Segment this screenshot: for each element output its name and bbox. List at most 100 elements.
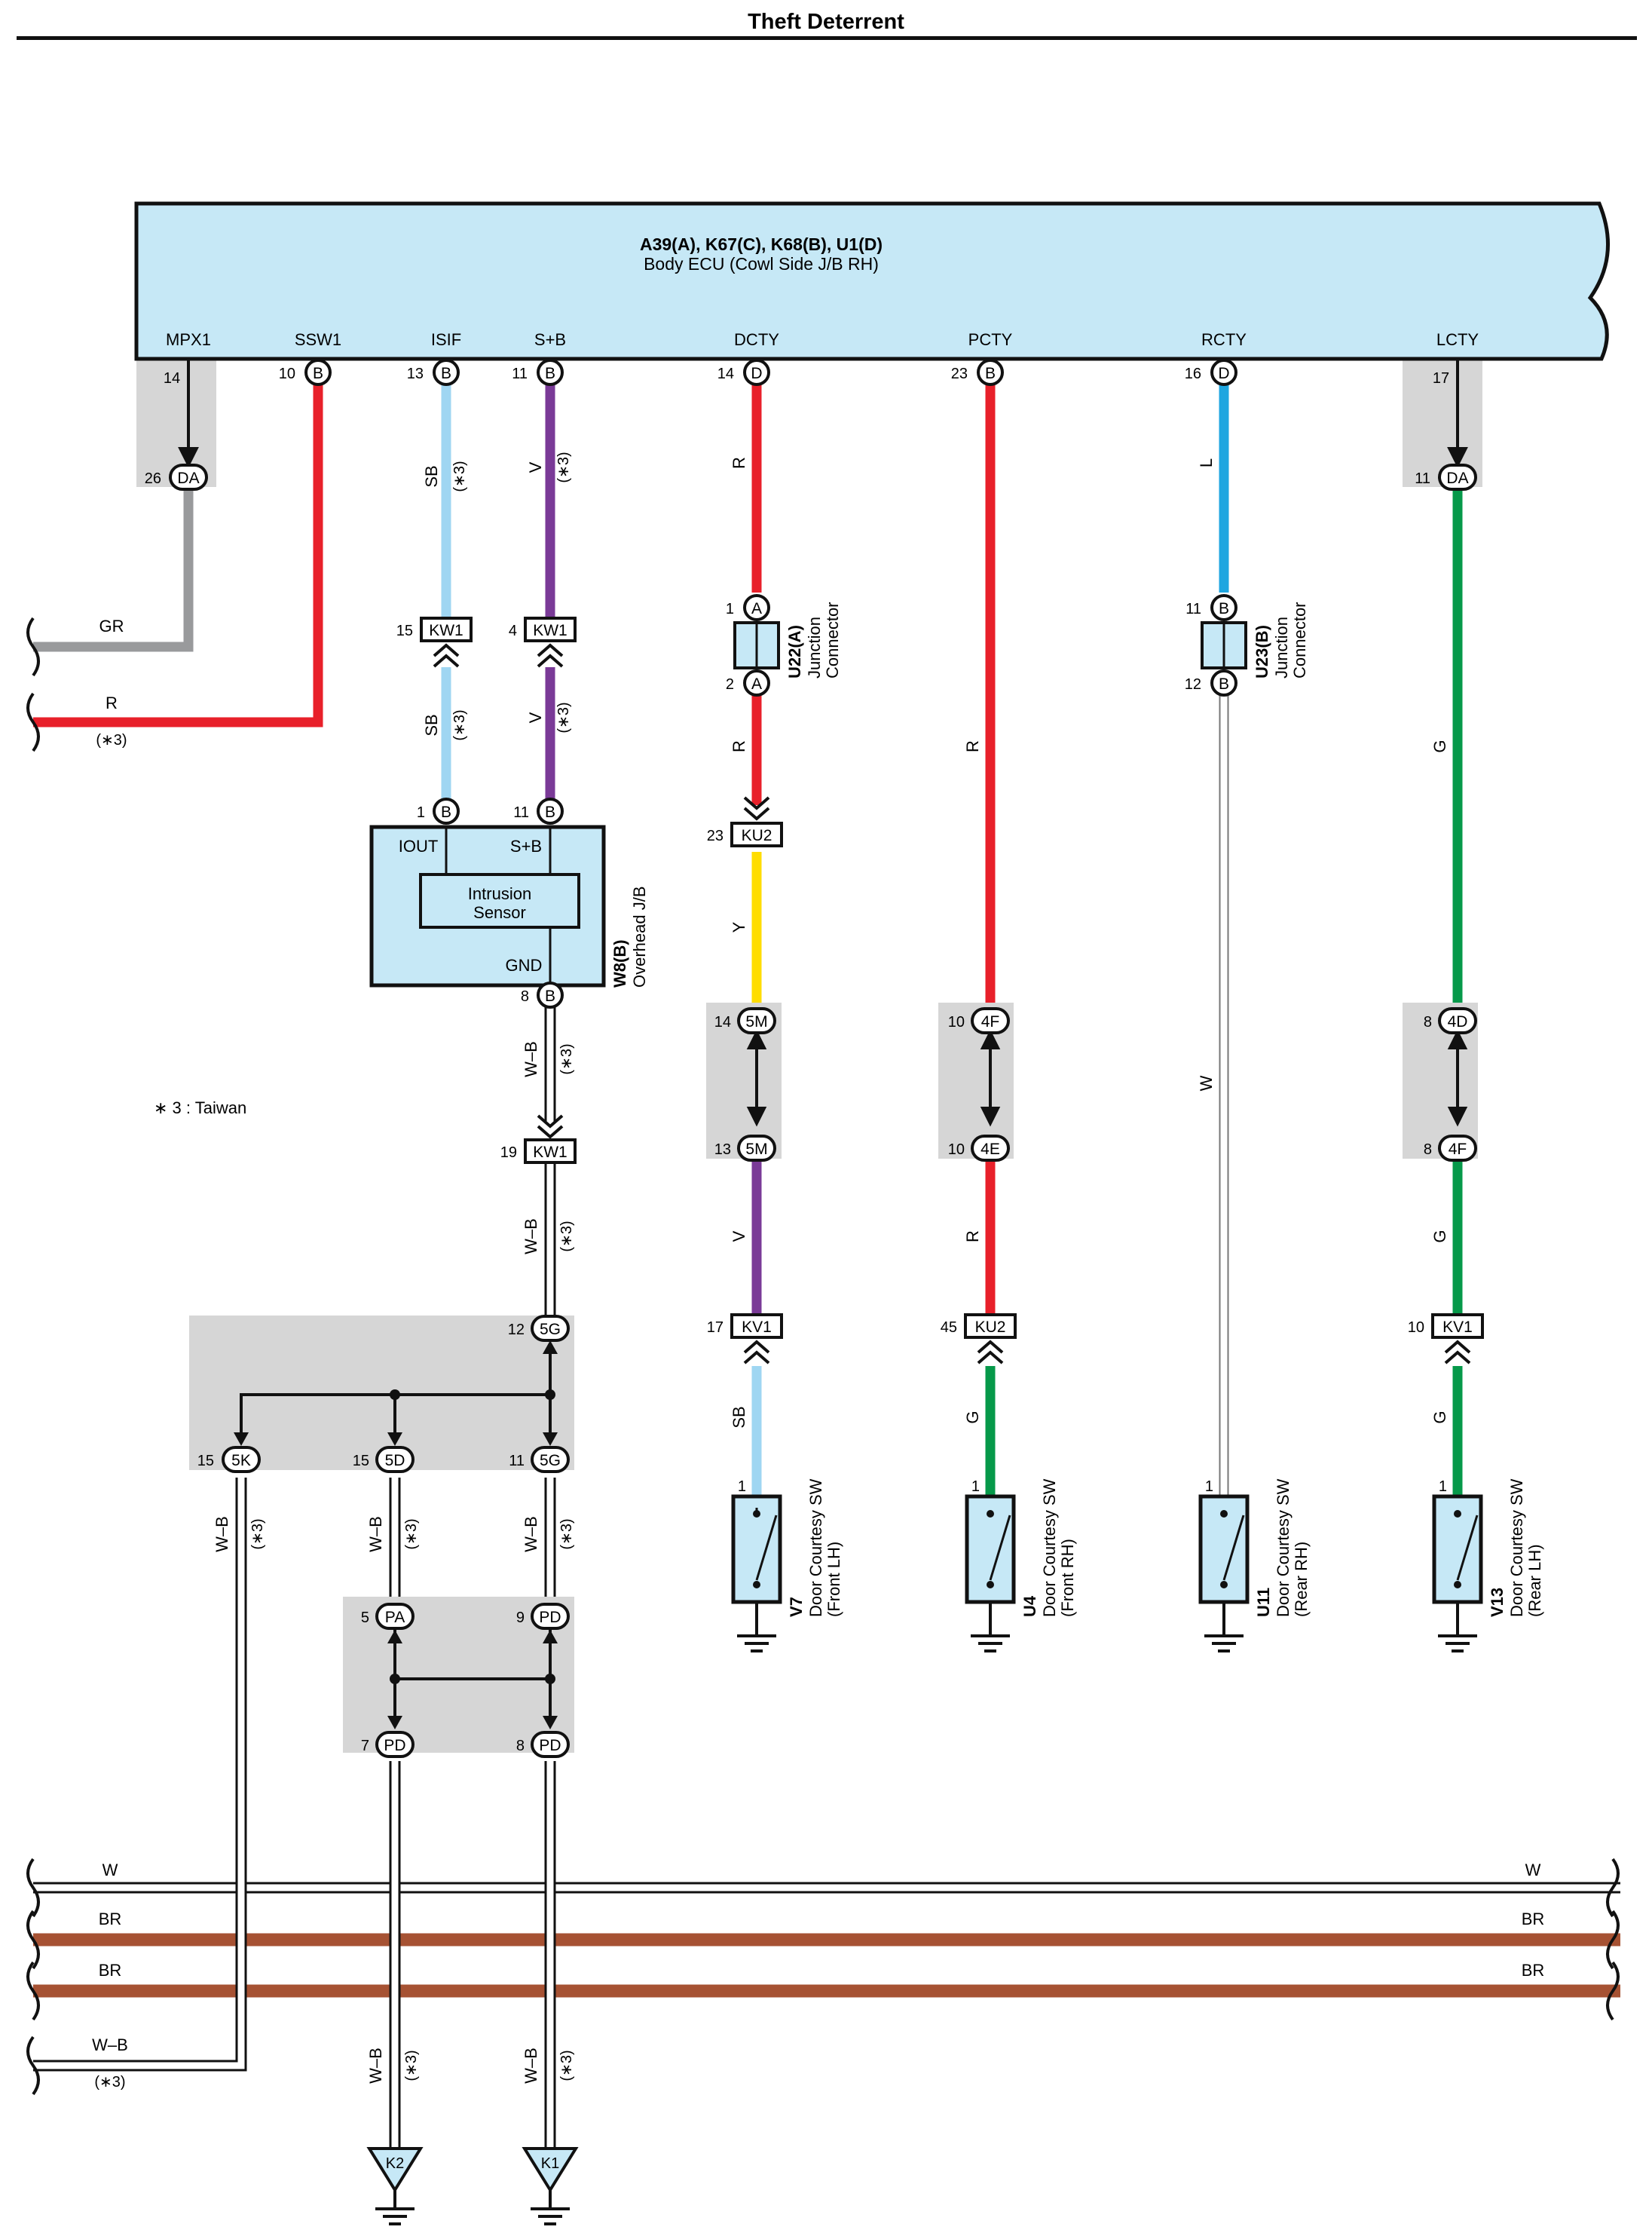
- w8-iout-label: IOUT: [399, 837, 439, 856]
- bus-label-w-left: W: [102, 1861, 118, 1879]
- body-ecu: A39(A), K67(C), K68(B), U1(D) Body ECU (…: [134, 201, 1611, 361]
- junction-dots: [390, 1389, 555, 1684]
- w8-desc: Overhead J/B: [630, 886, 649, 988]
- diagram-label: (∗3): [403, 2050, 420, 2081]
- diagram-label: G: [1430, 1230, 1449, 1242]
- diagram-label: 11: [512, 366, 528, 382]
- diagram-label: 1: [738, 1478, 746, 1495]
- bus-label-wb-left: W–B: [92, 2035, 128, 2054]
- diagram-label: KV1: [1442, 1319, 1473, 1336]
- diagram-label: B: [313, 365, 323, 382]
- u11-desc-2: (Rear RH): [1292, 1542, 1311, 1617]
- diagram-label: (∗3): [558, 1221, 575, 1251]
- diagram-label: 5D: [385, 1452, 405, 1469]
- diagram-label: 8: [516, 1738, 525, 1754]
- k1-label: K1: [541, 2155, 559, 2172]
- diagram-label: W–B: [522, 1218, 540, 1254]
- diagram-label: 17: [707, 1319, 724, 1336]
- diagram-label: B: [1219, 600, 1229, 617]
- diagram-label: 10: [279, 366, 295, 382]
- diagram-label: G: [963, 1410, 982, 1423]
- bus-label-br1-right: BR: [1522, 1910, 1545, 1928]
- diagram-label: (∗3): [558, 1043, 575, 1074]
- ecu-name: Body ECU (Cowl Side J/B RH): [644, 254, 879, 274]
- w8-sb-label: S+B: [510, 837, 542, 856]
- diagram-label: 4F: [981, 1013, 1000, 1031]
- wire-label-gr: GR: [99, 617, 124, 636]
- diagram-label: 11: [509, 1453, 525, 1469]
- title-rule: [17, 36, 1637, 40]
- v7-desc-2: (Front LH): [824, 1542, 843, 1617]
- diagram-label: G: [1430, 740, 1449, 752]
- diagram-label: B: [441, 365, 451, 382]
- diagram-label: 11: [1415, 470, 1430, 487]
- diagram-label: 1: [726, 601, 734, 617]
- diagram-label: 12: [1185, 676, 1201, 693]
- diagram-label: B: [985, 365, 996, 382]
- diagram-label: 15: [396, 623, 413, 639]
- page-title: Theft Deterrent: [748, 10, 904, 34]
- diagram-label: (∗3): [249, 1518, 266, 1549]
- v13-desc-1: Door Courtesy SW: [1507, 1478, 1526, 1617]
- v13-id: V13: [1488, 1588, 1507, 1617]
- diagram-label: W–B: [213, 1516, 231, 1552]
- diagram-label: 23: [707, 828, 724, 844]
- u22-id: U22(A): [785, 625, 804, 678]
- u11-id: U11: [1254, 1588, 1273, 1617]
- junction-connector-u23: U23(B) Junction Connector: [1201, 602, 1309, 678]
- ground-k2: K2: [366, 2147, 424, 2225]
- diagram-label: 2: [726, 676, 734, 693]
- wires: [33, 360, 1620, 2149]
- switch-v13: V13 Door Courtesy SW (Rear LH): [1432, 1478, 1544, 1652]
- ecu-terminal-sb: S+B: [534, 330, 566, 349]
- switch-v7: V7 Door Courtesy SW (Front LH): [731, 1478, 843, 1652]
- diagram-label: (∗3): [555, 702, 572, 733]
- diagram-label: KV1: [742, 1319, 772, 1336]
- diagram-label: 14: [164, 370, 180, 387]
- diagram-label: 4E: [980, 1141, 1000, 1158]
- diagram-label: (∗3): [451, 461, 468, 492]
- diagram-label: 5K: [231, 1452, 251, 1469]
- diagram-label: B: [545, 365, 555, 382]
- ecu-terminal-ssw1: SSW1: [295, 330, 341, 349]
- diagram-label: 26: [145, 470, 161, 487]
- diagram-label: 13: [407, 366, 424, 382]
- diagram-label: 5: [361, 1610, 369, 1626]
- diagram-label: 4F: [1449, 1141, 1467, 1158]
- diagram-label: KW1: [533, 622, 567, 639]
- diagram-label: W: [1197, 1075, 1216, 1091]
- ground-k1: K1: [522, 2147, 579, 2225]
- diagram-label: V: [730, 1230, 748, 1242]
- diagram-label: B: [1219, 675, 1229, 693]
- diagram-label: 19: [500, 1144, 517, 1161]
- v7-id: V7: [787, 1597, 806, 1617]
- junction-arrowheads: [234, 1340, 558, 1729]
- diagram-label: SB: [422, 465, 441, 487]
- diagram-label: (∗3): [403, 1518, 420, 1549]
- diagram-label: 12: [508, 1322, 525, 1338]
- k2-label: K2: [386, 2155, 404, 2172]
- diagram-label: 11: [1185, 601, 1201, 617]
- diagram-label: KW1: [429, 622, 463, 639]
- diagram-label: 4: [509, 623, 517, 639]
- diagram-label: PD: [384, 1737, 405, 1754]
- diagram-label: 17: [1433, 370, 1449, 387]
- u23-desc-1: Junction: [1272, 617, 1291, 678]
- ecu-terminal-pcty: PCTY: [968, 330, 1013, 349]
- ecu-connectors: A39(A), K67(C), K68(B), U1(D): [640, 234, 883, 254]
- w8-gnd-label: GND: [506, 956, 543, 975]
- diagram-label: 5G: [540, 1452, 561, 1469]
- diagram-label: R: [730, 740, 748, 752]
- diagram-label: W–B: [522, 2048, 540, 2084]
- ecu-terminal-mpx1: MPX1: [166, 330, 211, 349]
- diagram-label: 14: [717, 366, 734, 382]
- diagram-label: V: [526, 712, 545, 723]
- diagram-label: 13: [714, 1141, 731, 1158]
- u4-desc-2: (Front RH): [1058, 1539, 1077, 1617]
- diagram-label: DA: [177, 470, 199, 487]
- diagram-label: KU2: [742, 827, 772, 844]
- inline-connectors: KW1 15 KW1 4 KW1 19 KU2 23 KV1 17 KU2 45…: [396, 617, 1484, 1365]
- diagram-label: 45: [941, 1319, 957, 1336]
- diagram-label: L: [1197, 458, 1216, 467]
